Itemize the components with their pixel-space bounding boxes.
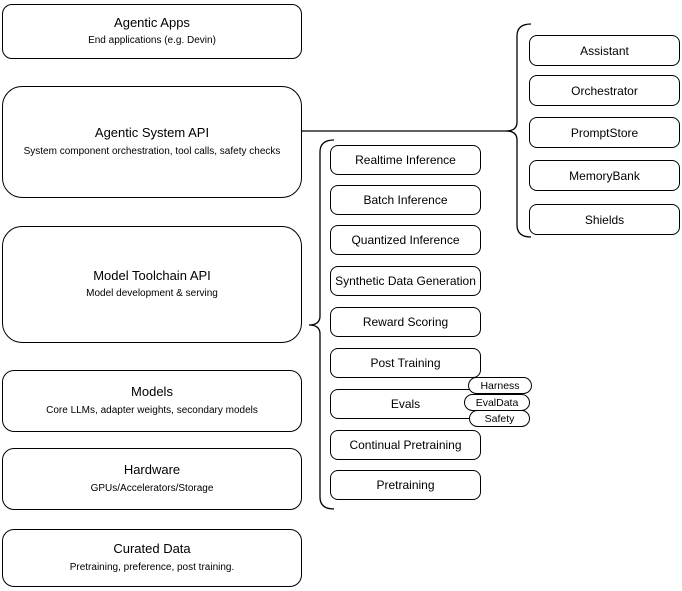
node-hardware-subtitle: GPUs/Accelerators/Storage [90,482,214,494]
node-post-training-label: Post Training [370,356,441,370]
node-curated-data-subtitle: Pretraining, preference, post training. [69,561,235,573]
node-pretraining-label: Pretraining [376,478,435,492]
node-quantized-inference-label: Quantized Inference [351,233,460,247]
node-model-toolchain-api-title: Model Toolchain API [93,267,211,283]
node-agentic-system-api: Agentic System API System component orch… [2,86,302,198]
node-models: Models Core LLMs, adapter weights, secon… [2,370,302,432]
node-models-subtitle: Core LLMs, adapter weights, secondary mo… [46,404,258,416]
tag-harness-label: Harness [480,379,520,392]
node-post-training: Post Training [330,348,481,378]
node-assistant: Assistant [529,35,680,66]
node-assistant-label: Assistant [580,43,629,58]
node-agentic-apps: Agentic Apps End applications (e.g. Devi… [2,4,302,59]
node-realtime-inference-label: Realtime Inference [355,153,456,167]
node-synthetic-data-generation: Synthetic Data Generation [330,266,481,296]
node-shields: Shields [529,204,680,235]
node-agentic-apps-subtitle: End applications (e.g. Devin) [88,35,216,47]
tag-safety-label: Safety [484,412,515,425]
node-hardware-title: Hardware [123,462,181,478]
tag-safety: Safety [469,410,530,427]
node-reward-scoring: Reward Scoring [330,307,481,337]
node-memorybank: MemoryBank [529,160,680,191]
node-agentic-system-api-subtitle: System component orchestration, tool cal… [23,145,281,157]
node-promptstore: PromptStore [529,117,680,148]
node-curated-data: Curated Data Pretraining, preference, po… [2,529,302,587]
tag-evaldata: EvalData [464,394,530,411]
tag-evaldata-label: EvalData [475,396,519,409]
node-agentic-system-api-title: Agentic System API [94,125,210,141]
node-model-toolchain-api-subtitle: Model development & serving [86,288,218,300]
node-continual-pretraining: Continual Pretraining [330,430,481,460]
toolchain-group-brace [308,139,335,510]
node-shields-label: Shields [584,212,625,227]
node-batch-inference: Batch Inference [330,185,481,215]
node-reward-scoring-label: Reward Scoring [362,315,449,329]
node-models-title: Models [131,384,173,400]
node-pretraining: Pretraining [330,470,481,500]
node-hardware: Hardware GPUs/Accelerators/Storage [2,448,302,510]
node-evals: Evals [330,389,481,419]
node-continual-pretraining-label: Continual Pretraining [349,438,462,452]
node-quantized-inference: Quantized Inference [330,225,481,255]
node-memorybank-label: MemoryBank [569,168,640,183]
node-synthetic-data-generation-label: Synthetic Data Generation [335,274,476,288]
node-curated-data-title: Curated Data [113,541,191,557]
node-orchestrator-label: Orchestrator [571,83,638,98]
node-realtime-inference: Realtime Inference [330,145,481,175]
node-batch-inference-label: Batch Inference [363,193,448,207]
system-group-brace [505,23,532,238]
node-evals-label: Evals [390,397,421,411]
node-agentic-apps-title: Agentic Apps [114,14,190,30]
node-model-toolchain-api: Model Toolchain API Model development & … [2,226,302,343]
node-promptstore-label: PromptStore [570,125,639,140]
node-orchestrator: Orchestrator [529,75,680,106]
tag-harness: Harness [468,377,532,394]
